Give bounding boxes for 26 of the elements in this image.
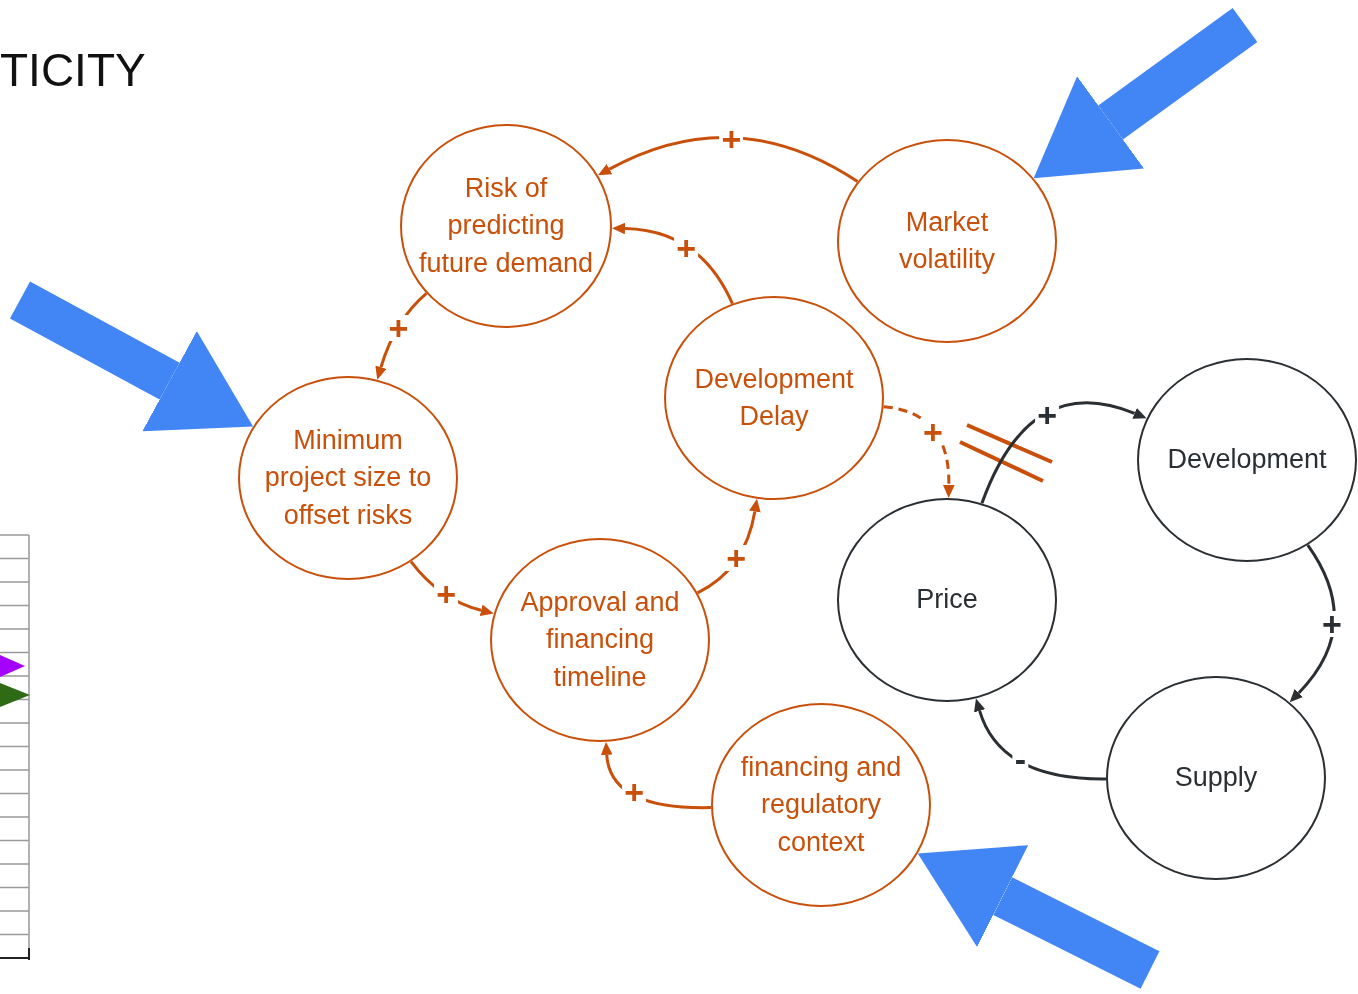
edge-label: + <box>724 544 749 571</box>
variable-label: Supply <box>1173 761 1259 795</box>
variable-label: Development <box>1166 443 1328 477</box>
variable-label: financing and regulatory context <box>739 751 903 859</box>
variable-circle <box>490 538 710 742</box>
title: TICITY <box>0 44 146 96</box>
arrow <box>883 405 955 498</box>
variable-circle <box>238 376 458 580</box>
variable-circle <box>711 703 931 907</box>
variable-label: Development Delay <box>693 362 855 433</box>
variable-label: Price <box>915 583 979 617</box>
pointer-arrow <box>1033 8 1258 179</box>
variable-circle <box>1137 358 1357 562</box>
arrow <box>974 698 1107 781</box>
pointer-arrow <box>917 845 1160 989</box>
arrow <box>597 136 859 183</box>
variable-circle <box>1106 676 1326 880</box>
variable-label: Approval and financing timeline <box>519 586 681 694</box>
variable-label: Risk of predicting future demand <box>417 172 595 280</box>
edge-label: + <box>386 315 411 342</box>
pointer-arrow <box>10 281 254 432</box>
variable-circle <box>664 296 884 500</box>
variable-circle <box>837 498 1057 702</box>
variable-label: Market volatility <box>898 205 996 276</box>
variable-label: Minimum project size to offset risks <box>263 424 433 532</box>
variable-circle <box>837 139 1057 343</box>
